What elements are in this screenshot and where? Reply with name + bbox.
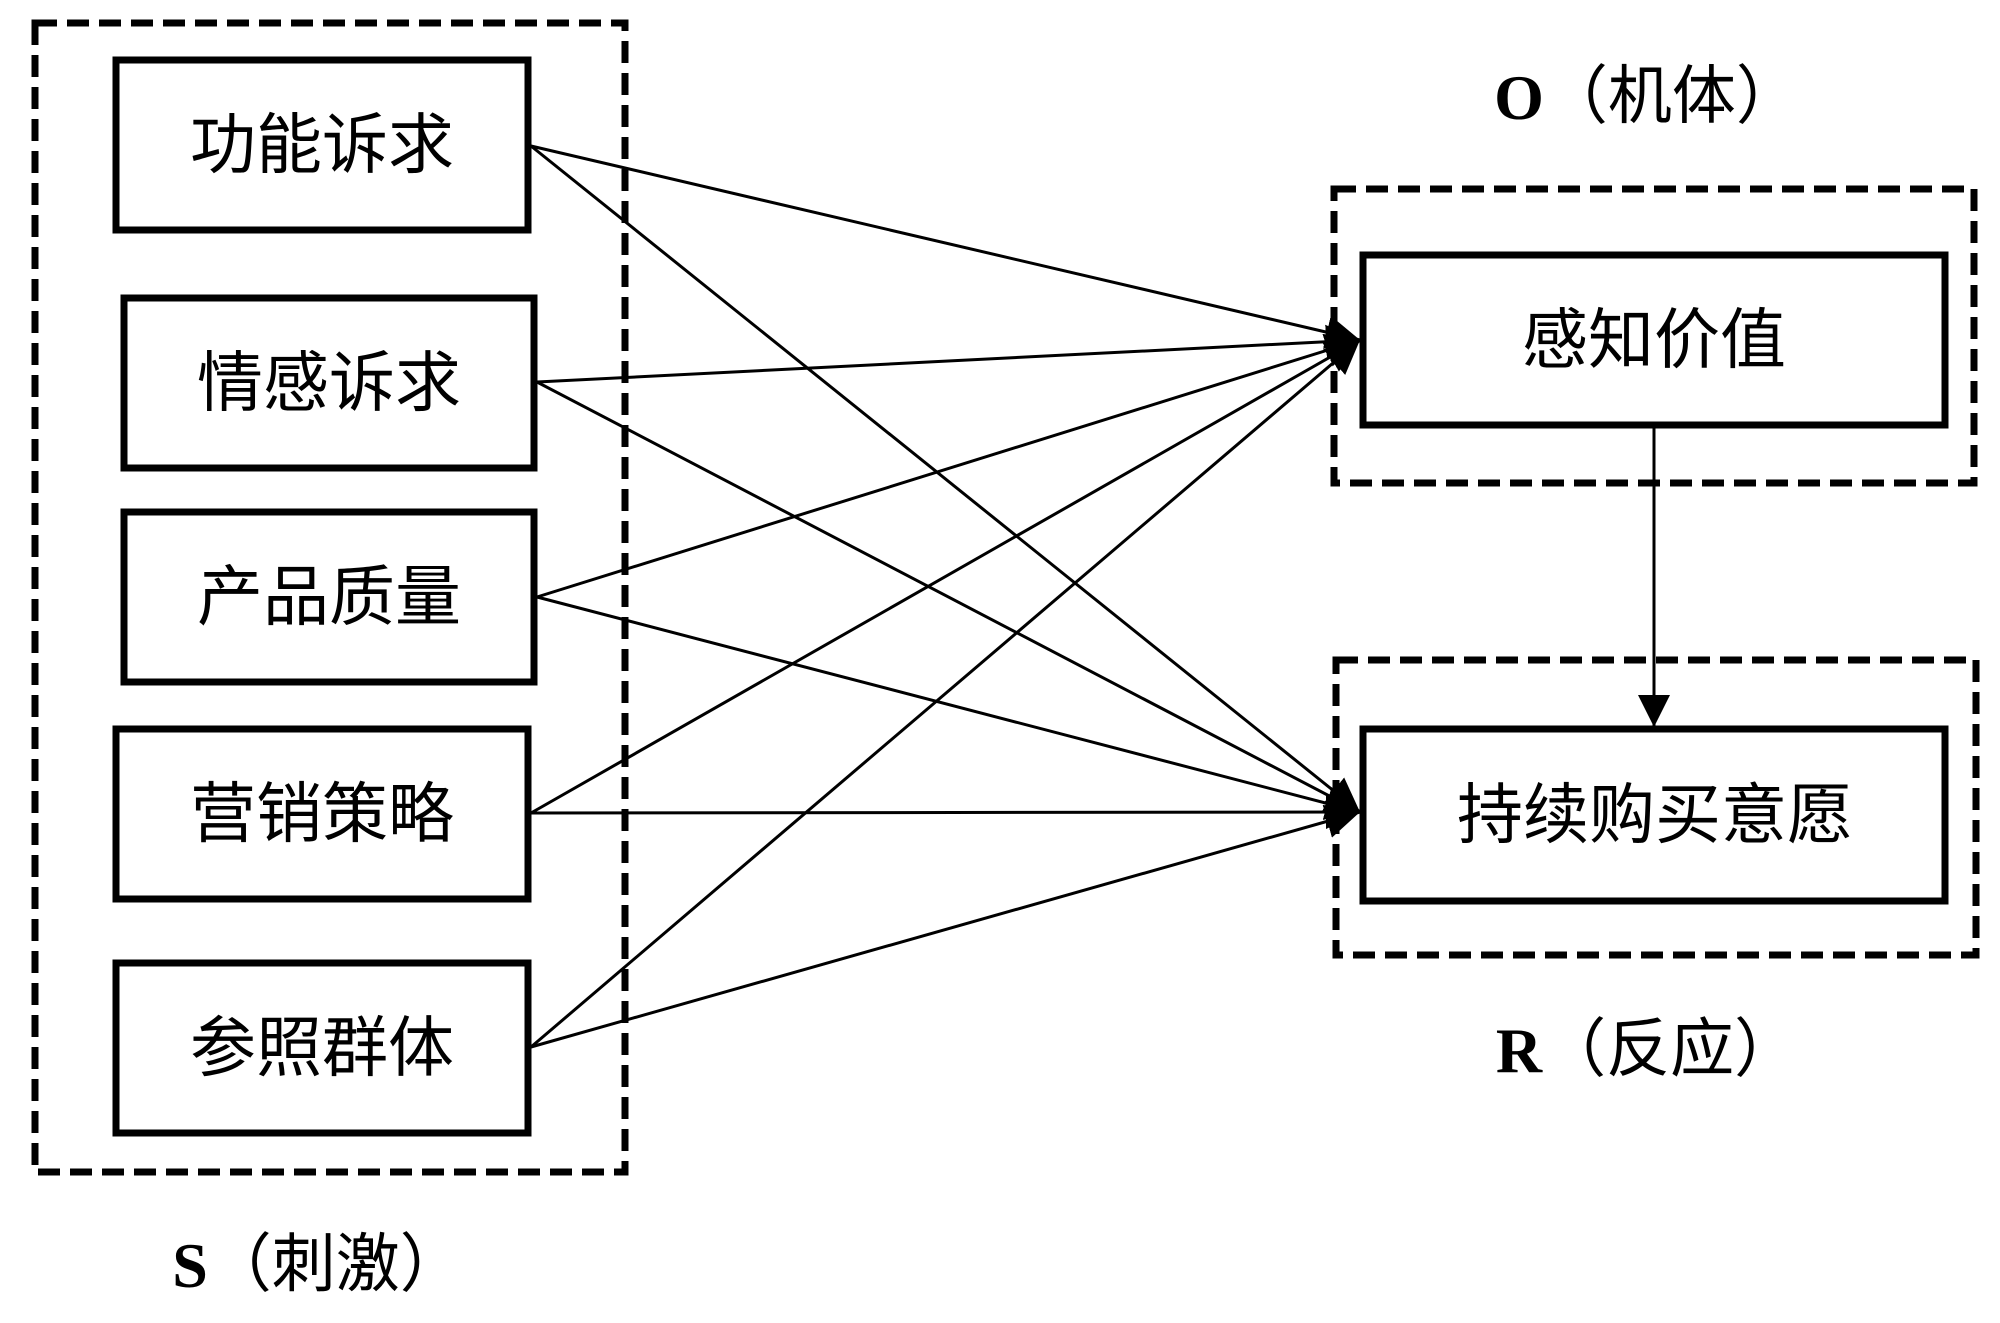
response-group-frame bbox=[1332, 656, 1980, 959]
node-box bbox=[112, 725, 532, 903]
node-label: 感知价值 bbox=[1522, 302, 1786, 379]
edge-emotional-appeal-to-perceived-value bbox=[536, 324, 1361, 384]
node-box bbox=[112, 56, 532, 234]
stimulus-group-label: S（刺激） bbox=[172, 1228, 464, 1302]
stimulus-node-emotional-appeal: 情感诉求 bbox=[120, 294, 538, 472]
organism-group-label: O（机体） bbox=[1494, 60, 1800, 134]
edge-reference-group-to-perceived-value bbox=[530, 338, 1361, 1049]
edge-product-quality-to-perceived-value bbox=[536, 333, 1361, 599]
edge-product-quality-to-continuous-purchase-intention bbox=[536, 595, 1361, 820]
edge-marketing-strategy-to-perceived-value bbox=[530, 338, 1361, 815]
response-group-label: R（反应） bbox=[1496, 1013, 1798, 1087]
node-label: 参照群体 bbox=[190, 1010, 454, 1087]
node-box bbox=[120, 508, 538, 686]
stimulus-group-letter: S bbox=[172, 1230, 208, 1301]
response-group-text: （反应） bbox=[1542, 1013, 1798, 1087]
edge-functional-appeal-to-perceived-value bbox=[530, 144, 1361, 349]
node-label: 产品质量 bbox=[197, 559, 461, 636]
stimulus-group-text: （刺激） bbox=[208, 1228, 464, 1302]
edges-layer bbox=[530, 144, 1670, 1049]
response-group-letter: R bbox=[1496, 1015, 1543, 1086]
node-label: 情感诉求 bbox=[197, 345, 461, 422]
stimulus-group-frame bbox=[31, 19, 629, 1176]
node-box bbox=[120, 294, 538, 472]
organism-group-text: （机体） bbox=[1544, 60, 1800, 134]
response-node-continuous-purchase-intention: 持续购买意愿 bbox=[1359, 725, 1949, 905]
node-box bbox=[1359, 251, 1949, 429]
stimulus-node-reference-group: 参照群体 bbox=[112, 959, 532, 1137]
edge-functional-appeal-to-continuous-purchase-intention bbox=[530, 144, 1361, 814]
stimulus-node-functional-appeal: 功能诉求 bbox=[112, 56, 532, 234]
node-box bbox=[1359, 725, 1949, 905]
node-label: 营销策略 bbox=[190, 776, 454, 853]
stimulus-node-marketing-strategy: 营销策略 bbox=[112, 725, 532, 903]
edge-emotional-appeal-to-continuous-purchase-intention bbox=[536, 380, 1361, 814]
node-label: 功能诉求 bbox=[190, 107, 454, 184]
organism-node-perceived-value: 感知价值 bbox=[1359, 251, 1949, 429]
edge-reference-group-to-continuous-purchase-intention bbox=[530, 804, 1361, 1049]
node-label: 持续购买意愿 bbox=[1457, 777, 1853, 854]
stimulus-node-product-quality: 产品质量 bbox=[120, 508, 538, 686]
edge-marketing-strategy-to-continuous-purchase-intention bbox=[530, 795, 1361, 830]
organism-group-letter: O bbox=[1494, 62, 1544, 133]
node-box bbox=[112, 959, 532, 1137]
